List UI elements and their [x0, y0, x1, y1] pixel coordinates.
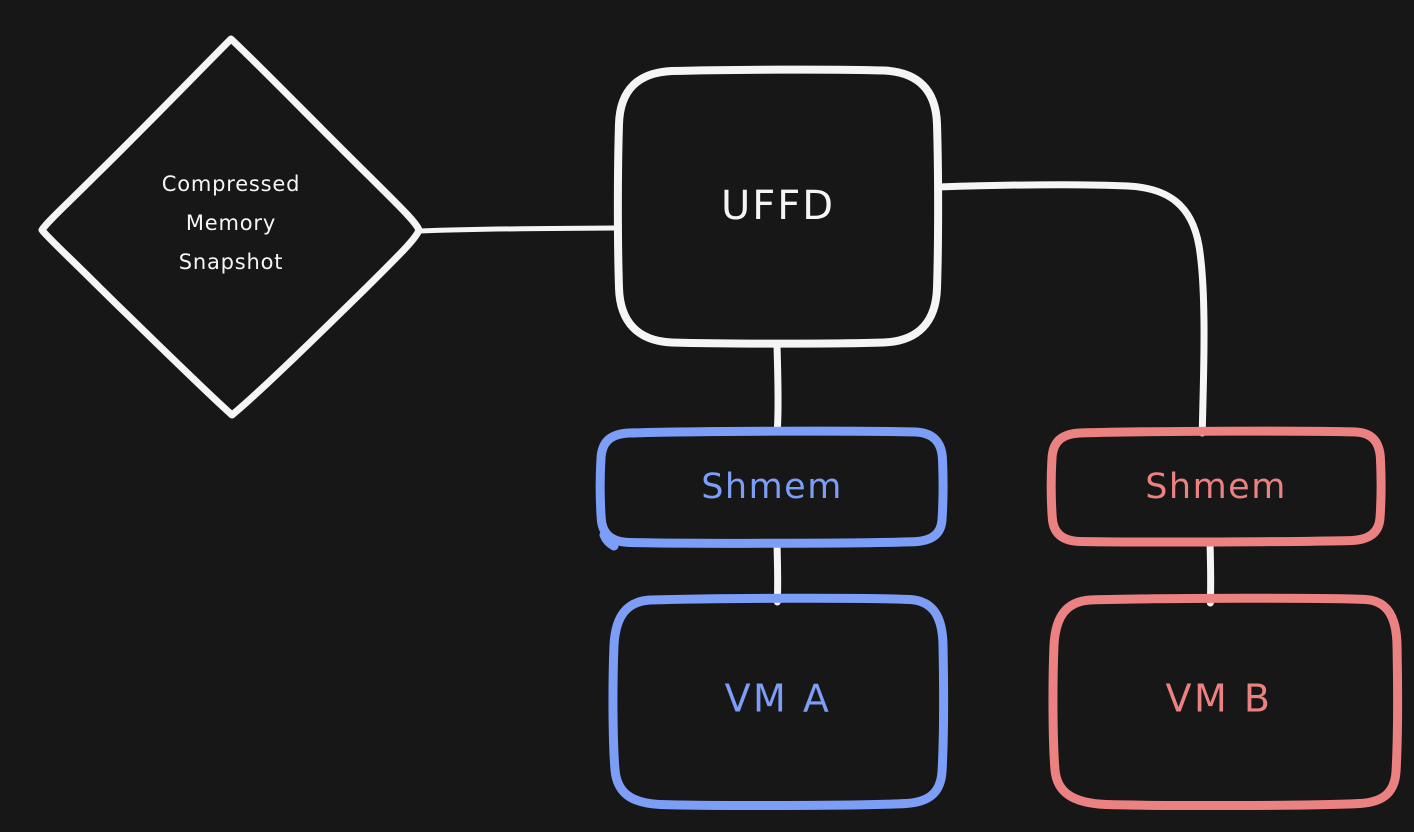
diamond-outline	[38, 35, 423, 419]
uffd-box-outline	[613, 65, 943, 348]
node-compressed-memory-snapshot[interactable]: Compressed Memory Snapshot	[38, 35, 423, 419]
vm-b-box-outline	[1048, 593, 1403, 811]
node-label-line-2: Memory	[186, 211, 276, 235]
shmem-a-box-outline	[595, 426, 948, 551]
edge-snapshot-to-uffd	[417, 225, 619, 234]
node-label-shmem-b: Shmem	[1145, 467, 1287, 507]
node-vm-b[interactable]: VM B	[1048, 593, 1403, 811]
node-label-line-3: Snapshot	[179, 250, 284, 274]
node-label-vm-b: VM B	[1166, 677, 1273, 721]
node-shmem-a[interactable]: Shmem	[595, 426, 948, 551]
vm-a-box-outline	[608, 593, 949, 811]
node-vm-a[interactable]: VM A	[608, 593, 949, 811]
edge-layer	[417, 181, 1215, 607]
node-shmem-b[interactable]: Shmem	[1046, 426, 1386, 547]
node-label-shmem-a: Shmem	[701, 467, 843, 507]
edge-shmem-a-to-vm-a	[773, 539, 782, 606]
shmem-b-box-outline	[1046, 426, 1386, 547]
node-label-line-1: Compressed	[162, 172, 301, 196]
edge-shmem-b-to-vm-b	[1206, 537, 1215, 607]
node-uffd[interactable]: UFFD	[613, 65, 943, 348]
edge-uffd-to-shmem-a	[773, 341, 782, 436]
edge-uffd-to-shmem-b	[934, 181, 1208, 437]
node-label-vm-a: VM A	[725, 677, 832, 721]
node-label-uffd: UFFD	[721, 183, 835, 229]
